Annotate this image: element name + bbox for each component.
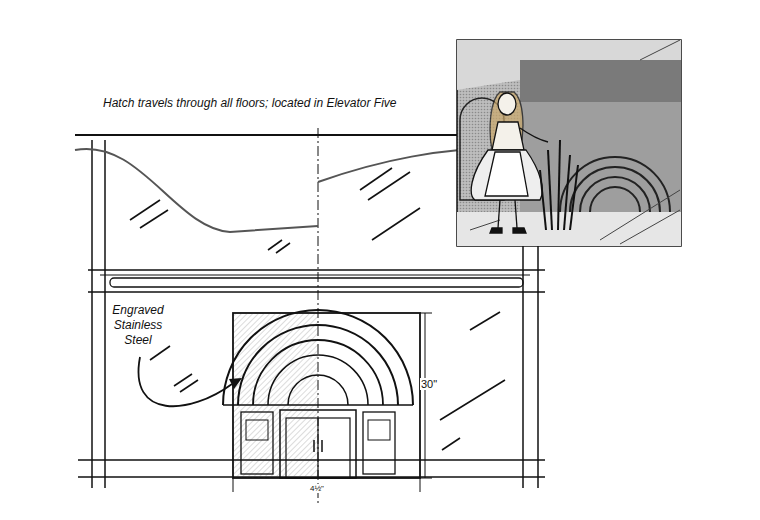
dimension-label: 4½" (309, 484, 325, 493)
wall-frame (75, 128, 545, 505)
dimension-label: 30" (420, 378, 438, 390)
dimension-line (233, 313, 432, 492)
callout-label: Engraved Stainless Steel (107, 303, 169, 348)
girl-figure (471, 92, 548, 233)
note-text: Hatch travels through all floors; locate… (103, 96, 396, 110)
inset-illustration (457, 40, 681, 246)
sketch-strokes (470, 40, 680, 244)
engraved-panel (223, 310, 420, 478)
wave-line (75, 147, 515, 232)
leader-arrow (138, 357, 242, 406)
grass-strokes (540, 140, 578, 230)
